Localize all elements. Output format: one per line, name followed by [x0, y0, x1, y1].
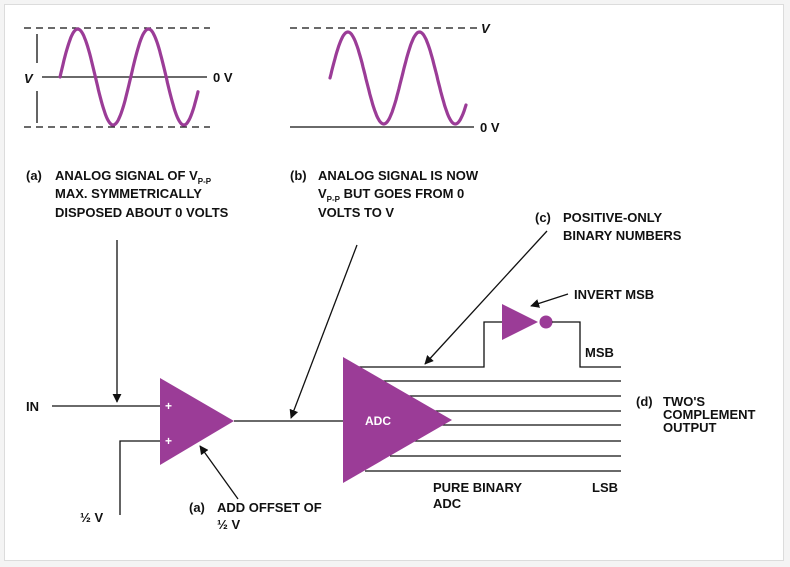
- caption-a-line3: DISPOSED ABOUT 0 VOLTS: [55, 205, 229, 220]
- caption-b-line2: VP-P BUT GOES FROM 0: [318, 186, 464, 204]
- msb-output-line: [552, 321, 621, 368]
- offset-label-tag: (a): [189, 500, 205, 515]
- caption-a-line1: ANALOG SIGNAL OF VP-P: [55, 168, 212, 186]
- caption-a-line2: MAX. SYMMETRICALLY: [55, 186, 202, 201]
- offset-label-line1: ADD OFFSET OF: [217, 500, 322, 515]
- panel-a-sine-wave: [58, 27, 200, 127]
- panel-b-v-label: V: [481, 21, 491, 36]
- label-c-line2: BINARY NUMBERS: [563, 228, 682, 243]
- label-c-arrow: [424, 230, 548, 365]
- caption-a: (a) ANALOG SIGNAL OF VP-P MAX. SYMMETRIC…: [26, 168, 229, 220]
- adc-label: ADC: [365, 414, 391, 428]
- label-d-tag: (d): [636, 394, 653, 409]
- panel-a-zero-v-label: 0 V: [213, 70, 233, 85]
- caption-b-line1: ANALOG SIGNAL IS NOW: [318, 168, 479, 183]
- panel-a-v-label: V: [24, 71, 34, 86]
- label-d-line2: COMPLEMENT: [663, 407, 756, 422]
- input-label: IN: [26, 399, 39, 414]
- label-d: (d) TWO'S COMPLEMENT OUTPUT: [636, 394, 756, 435]
- invert-msb-pointer-arrow: [530, 293, 569, 308]
- caption-b-arrow: [289, 244, 358, 419]
- label-c-line1: POSITIVE-ONLY: [563, 210, 663, 225]
- caption-b-tag: (b): [290, 168, 307, 183]
- msb-label: MSB: [585, 345, 614, 360]
- offset-arrow: [199, 445, 239, 500]
- caption-a-tag: (a): [26, 168, 42, 183]
- half-v-label: ½ V: [80, 510, 103, 525]
- lsb-label: LSB: [592, 480, 618, 495]
- msb-invert-path: [358, 321, 502, 368]
- offset-label: (a) ADD OFFSET OF ½ V: [189, 500, 322, 532]
- input-wiring: IN ½ V: [26, 240, 160, 525]
- pure-binary-line1: PURE BINARY: [433, 480, 522, 495]
- inverter-gate: [502, 304, 538, 340]
- adc-triangle: [343, 357, 452, 483]
- panel-b-zero-v-label: 0 V: [480, 120, 500, 135]
- adc-output-bit-lines: [365, 380, 621, 472]
- diagram-frame: [4, 4, 784, 561]
- adc-block: ADC: [343, 357, 452, 483]
- pure-binary-line2: ADC: [433, 496, 462, 511]
- amp-plus-bottom: +: [165, 434, 172, 448]
- label-c: (c) POSITIVE-ONLY BINARY NUMBERS: [535, 210, 682, 243]
- amp-plus-top: +: [165, 399, 172, 413]
- offset-label-line2: ½ V: [217, 517, 240, 532]
- caption-b: (b) ANALOG SIGNAL IS NOW VP-P BUT GOES F…: [290, 168, 479, 220]
- panel-b-waveform: V 0 V: [290, 21, 500, 135]
- invert-msb-group: INVERT MSB MSB: [358, 287, 654, 368]
- label-c-tag: (c): [535, 210, 551, 225]
- panel-a-waveform: V 0 V: [24, 27, 233, 128]
- summing-amplifier: + +: [160, 378, 234, 465]
- label-d-line3: OUTPUT: [663, 420, 717, 435]
- panel-b-sine-wave: [328, 30, 468, 126]
- invert-msb-label: INVERT MSB: [574, 287, 654, 302]
- label-d-line1: TWO'S: [663, 394, 705, 409]
- half-v-input-line: [119, 440, 160, 515]
- amplifier-triangle: [160, 378, 234, 465]
- caption-b-line3: VOLTS TO V: [318, 205, 394, 220]
- inverter-bubble: [539, 315, 553, 329]
